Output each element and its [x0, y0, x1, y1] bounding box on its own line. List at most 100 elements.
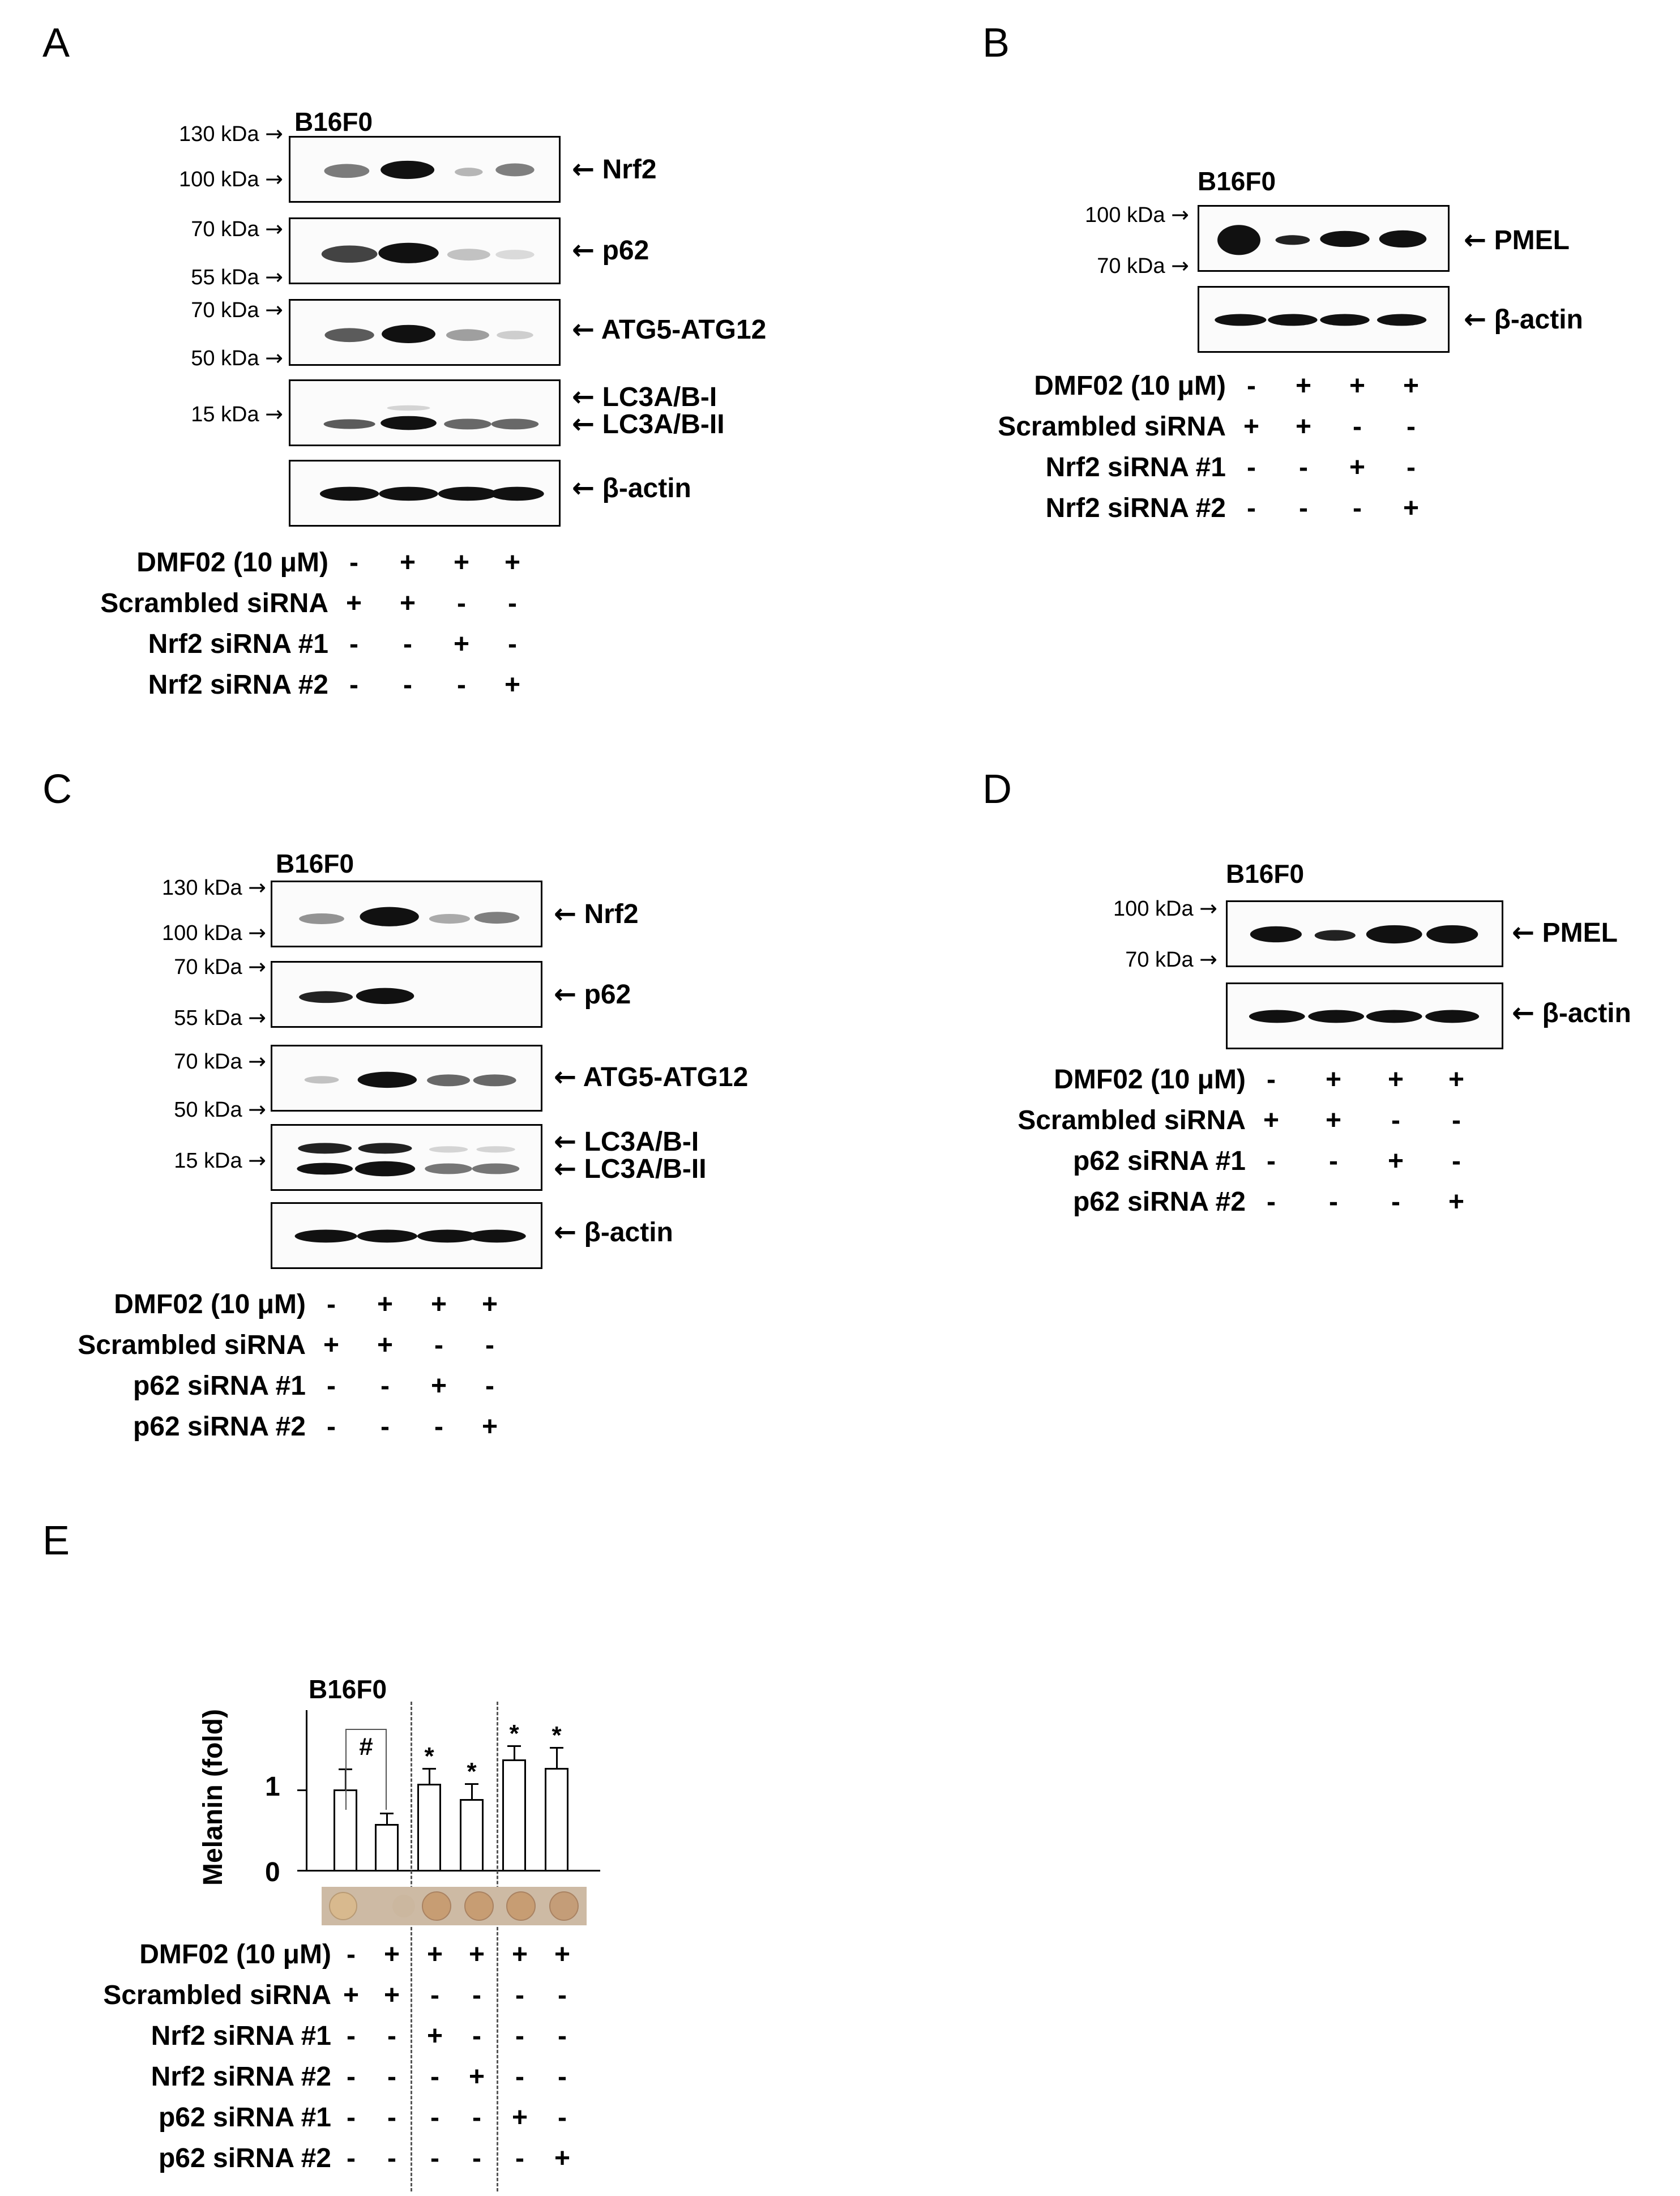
blot-a-nrf2 [289, 136, 561, 203]
condition-label: DMF02 (10 μM) [1054, 1065, 1246, 1095]
condition-label: DMF02 (10 μM) [114, 1289, 306, 1319]
sign: - [1407, 412, 1416, 442]
condition-label: Nrf2 siRNA #1 [1045, 452, 1226, 482]
sign: - [1247, 493, 1256, 523]
error-cap [507, 1745, 521, 1747]
condition-label: Nrf2 siRNA #1 [148, 629, 328, 659]
blot-a-actin [289, 460, 561, 527]
sign: - [515, 2062, 524, 2092]
sign: - [1329, 1146, 1338, 1176]
sign: + [383, 1980, 400, 2010]
sign: + [511, 2103, 528, 2133]
bar [375, 1824, 399, 1872]
marker-a-70b: 70 kDa → [191, 297, 283, 322]
sign: - [1267, 1065, 1276, 1095]
significance-label: # [359, 1733, 373, 1761]
error-cap [550, 1746, 563, 1749]
y-tick-mark [297, 1789, 306, 1791]
bar [460, 1799, 484, 1872]
sign: - [403, 670, 412, 700]
panel-label-d: D [982, 767, 1012, 812]
protein-label-c-p62: ← p62 [554, 979, 631, 1010]
blot-c-atg5 [271, 1045, 542, 1112]
sign: + [1387, 1065, 1404, 1095]
sign: + [1325, 1105, 1342, 1135]
condition-label: p62 siRNA #2 [1072, 1187, 1246, 1217]
protein-label-a-actin: ← β-actin [572, 472, 691, 504]
sign: + [1448, 1065, 1465, 1095]
condition-label: Nrf2 siRNA #2 [148, 670, 328, 700]
significance-label: * [424, 1742, 434, 1770]
sign: + [1349, 371, 1366, 401]
sign: - [457, 588, 466, 618]
marker-a-100: 100 kDa → [179, 166, 283, 191]
bar-chart: # * * * * [297, 1710, 600, 1872]
condition-label: p62 siRNA #2 [132, 1412, 306, 1442]
sign: + [399, 548, 416, 578]
sign: + [323, 1330, 340, 1360]
sign: - [327, 1289, 336, 1319]
condition-label: DMF02 (10 μM) [1034, 371, 1226, 401]
error-cap [422, 1767, 436, 1770]
blot-a-p62 [289, 217, 561, 284]
marker-b-70: 70 kDa → [1097, 253, 1189, 278]
sign: - [327, 1371, 336, 1401]
sign: - [472, 2021, 481, 2051]
sign: - [349, 629, 358, 659]
sign: - [1353, 412, 1362, 442]
sign: + [1295, 371, 1312, 401]
sign: - [472, 1980, 481, 2010]
sign: - [387, 2103, 396, 2133]
condition-label: Scrambled siRNA [998, 412, 1226, 442]
marker-b-100: 100 kDa → [1085, 202, 1189, 227]
sign: + [377, 1289, 394, 1319]
marker-c-130: 130 kDa → [162, 875, 266, 900]
condition-label: p62 siRNA #1 [1072, 1146, 1246, 1176]
protein-label-c-lc3-ii: ← LC3A/B-II [554, 1153, 707, 1185]
sign: - [349, 670, 358, 700]
error-bar [471, 1783, 473, 1800]
blot-d-actin [1226, 982, 1503, 1049]
sign: - [508, 629, 517, 659]
sign: - [434, 1330, 443, 1360]
sign: + [453, 629, 470, 659]
panel-label-a: A [42, 20, 70, 66]
sign: + [1243, 412, 1260, 442]
condition-label: Scrambled siRNA [103, 1980, 331, 2010]
protein-label-b-pmel: ← PMEL [1464, 224, 1570, 256]
sign: + [399, 588, 416, 618]
sign: + [430, 1289, 447, 1319]
sign: + [1325, 1065, 1342, 1095]
sign: - [1247, 371, 1256, 401]
sign: - [558, 2062, 567, 2092]
sign: - [349, 548, 358, 578]
sign: - [515, 2143, 524, 2173]
y-tick-label-0: 0 [265, 1857, 280, 1887]
panel-label-c: C [42, 767, 72, 812]
marker-a-55: 55 kDa → [191, 264, 283, 289]
sign: - [1452, 1105, 1461, 1135]
condition-label: Scrambled siRNA [100, 588, 328, 618]
sign: + [383, 1939, 400, 1969]
blot-b-actin [1198, 286, 1450, 353]
sign: - [515, 1980, 524, 2010]
condition-label: p62 siRNA #1 [158, 2103, 331, 2133]
blot-a-lc3 [289, 379, 561, 446]
sign: - [1407, 452, 1416, 482]
condition-label: Nrf2 siRNA #1 [151, 2021, 331, 2051]
sign: - [1353, 493, 1362, 523]
sign: + [1295, 412, 1312, 442]
marker-a-70: 70 kDa → [191, 216, 283, 241]
sign: + [481, 1412, 498, 1442]
sign: - [515, 2021, 524, 2051]
sign: + [504, 670, 521, 700]
sign: - [485, 1371, 494, 1401]
sign: - [347, 2143, 356, 2173]
marker-c-55: 55 kDa → [174, 1005, 266, 1030]
sign: + [343, 1980, 360, 2010]
marker-c-70: 70 kDa → [174, 954, 266, 979]
sign: - [1247, 452, 1256, 482]
cell-line-label-d: B16F0 [1226, 859, 1305, 888]
marker-c-70b: 70 kDa → [174, 1049, 266, 1074]
sign: - [430, 2062, 439, 2092]
